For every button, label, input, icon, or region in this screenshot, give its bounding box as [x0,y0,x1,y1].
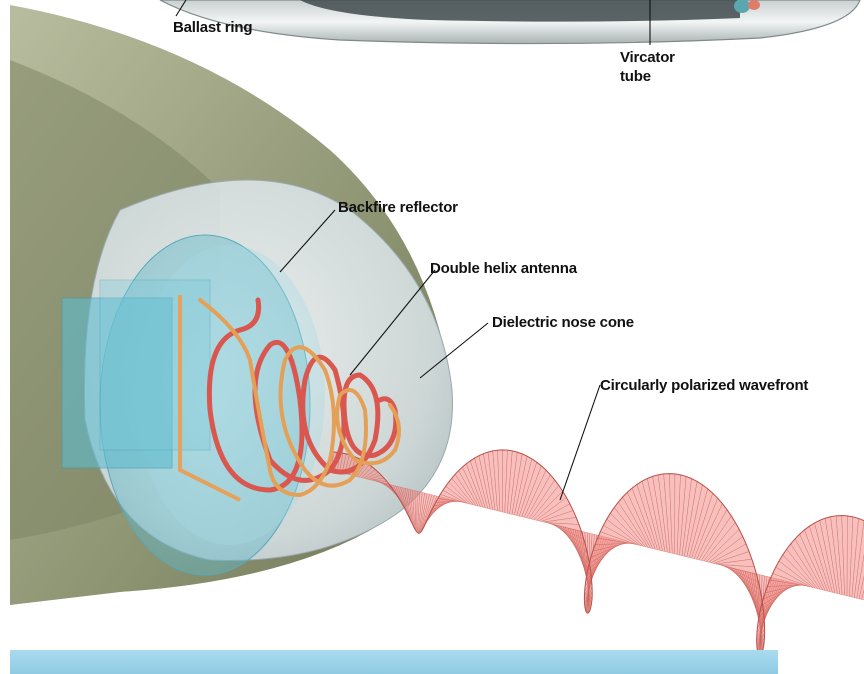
label-vircator-line1: Vircator [620,49,675,67]
upper-missile-body [160,0,860,44]
label-vircator-line2: tube [620,68,651,86]
feed-box [62,280,210,468]
label-double-helix-antenna: Double helix antenna [430,260,577,278]
label-backfire-reflector: Backfire reflector [338,199,458,217]
label-ballast-ring: Ballast ring [173,19,252,37]
label-circularly-polarized-wavefront: Circularly polarized wavefront [600,377,808,395]
leader-circularly-polarized-wavefront [560,385,600,500]
lower-blue-panel [10,650,778,674]
label-dielectric-nose-cone: Dielectric nose cone [492,314,634,332]
